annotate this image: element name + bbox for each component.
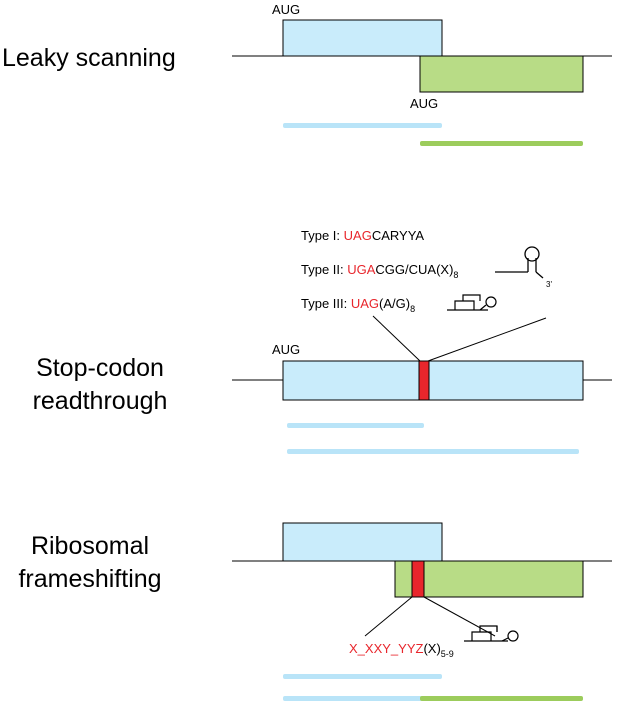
motif-rest: CARYYA [371, 228, 425, 243]
type-one-motif: Type I: UAGCARYYA [301, 228, 424, 244]
aug-start-top: AUG [272, 2, 301, 17]
stop-codon: UAG [343, 228, 372, 243]
spacer-length: 5-9 [440, 649, 454, 659]
stem-loop-icon [495, 246, 544, 279]
protein-extended-bar [287, 449, 579, 454]
callout-line-left [372, 315, 421, 362]
protein-zero-frame-bar [283, 674, 442, 679]
repeat-count: 8 [453, 270, 459, 280]
motif-rest: CGG/CUA(X) [375, 262, 454, 277]
pseudoknot-icon [447, 294, 497, 311]
orf-blue-box [282, 360, 584, 401]
protein-blue-bar [283, 123, 442, 128]
type-three-motif: Type III: UAG(A/G)8 [301, 296, 415, 317]
label-line-2: frameshifting [18, 565, 162, 593]
orf-green-box [394, 560, 584, 598]
callout-line-right [427, 317, 547, 362]
three-prime-label: 3' [546, 280, 552, 289]
label-line-1: Stop-codon [36, 354, 164, 382]
protein-green-bar [420, 141, 583, 146]
type-label: Type II: [301, 262, 348, 277]
repeat-count: 8 [410, 304, 416, 314]
aug-start-bottom: AUG [410, 96, 439, 111]
fusion-green-segment [420, 696, 583, 701]
label-line-2: readthrough [32, 387, 168, 415]
callout-line-left [364, 596, 413, 637]
aug-start-readthrough: AUG [272, 342, 301, 357]
orf-blue-box [282, 19, 443, 57]
ribosomal-frameshifting-label: Ribosomal frameshifting [0, 530, 180, 596]
type-two-motif: Type II: UGACGG/CUA(X)8 [301, 262, 458, 283]
protein-short-bar [287, 423, 424, 428]
frameshift-motif: X_XXY_YYZ(X)5-9 [349, 641, 454, 662]
stop-codon: UAG [350, 296, 380, 311]
label-line-1: Ribosomal [30, 532, 150, 560]
frameshift-site-box [411, 560, 425, 598]
stop-codon-readthrough-label: Stop-codon readthrough [20, 352, 180, 418]
orf-green-box [419, 55, 584, 93]
leaky-scanning-label: Leaky scanning [2, 44, 176, 72]
type-label: Type I: [301, 228, 344, 243]
orf-blue-box [282, 522, 443, 562]
stop-codon-box [418, 360, 430, 401]
motif-rest: (X) [423, 641, 441, 656]
motif-rest: (A/G) [379, 296, 411, 311]
type-label: Type III: [301, 296, 351, 311]
callout-line-right [423, 596, 496, 637]
pseudoknot-icon [464, 625, 519, 642]
stop-codon: UGA [347, 262, 376, 277]
fusion-blue-segment [283, 696, 422, 701]
slippery-sequence: X_XXY_YYZ [349, 641, 424, 656]
